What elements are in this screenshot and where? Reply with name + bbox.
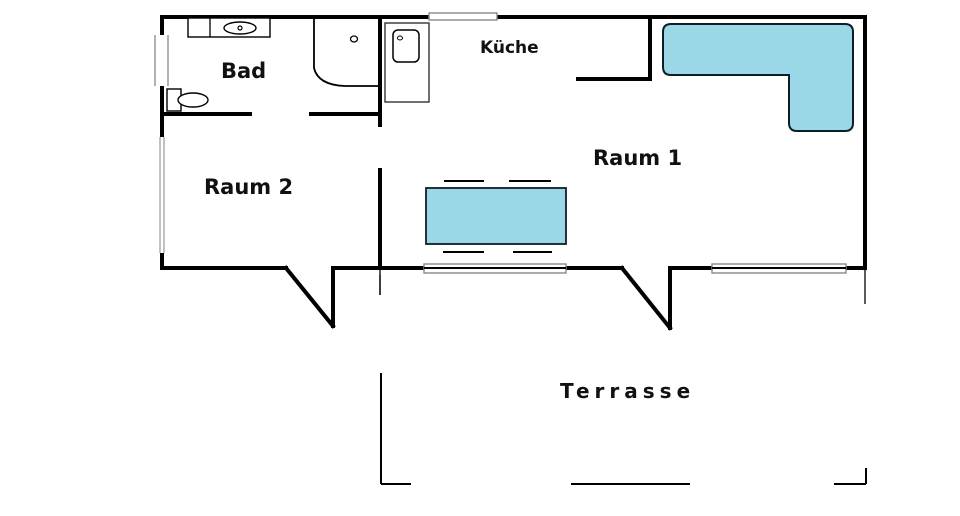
bathroom-fixtures xyxy=(166,17,378,112)
windows xyxy=(154,12,847,274)
room-label-terrasse: Terrasse xyxy=(560,379,696,403)
living-furniture xyxy=(425,23,854,253)
dining-table-icon xyxy=(425,180,567,253)
doors xyxy=(283,265,673,331)
terrace-outline xyxy=(379,275,867,485)
kitchen-sink-icon xyxy=(384,22,430,103)
door-raum2[interactable] xyxy=(283,265,336,329)
room-label-kueche: Küche xyxy=(480,38,539,58)
room-label-raum2: Raum 2 xyxy=(204,175,294,199)
window-kueche xyxy=(428,12,498,21)
corner-sofa-icon xyxy=(662,23,854,132)
washbasin-icon xyxy=(187,17,271,38)
kitchen-fixtures xyxy=(384,22,430,103)
room-label-raum1: Raum 1 xyxy=(593,146,683,170)
room-label-bad: Bad xyxy=(221,59,267,83)
exterior-walls xyxy=(160,15,867,270)
interior-walls xyxy=(160,15,866,304)
shower-icon xyxy=(313,19,378,87)
door-raum1[interactable] xyxy=(619,265,673,331)
toilet-icon xyxy=(166,88,209,112)
